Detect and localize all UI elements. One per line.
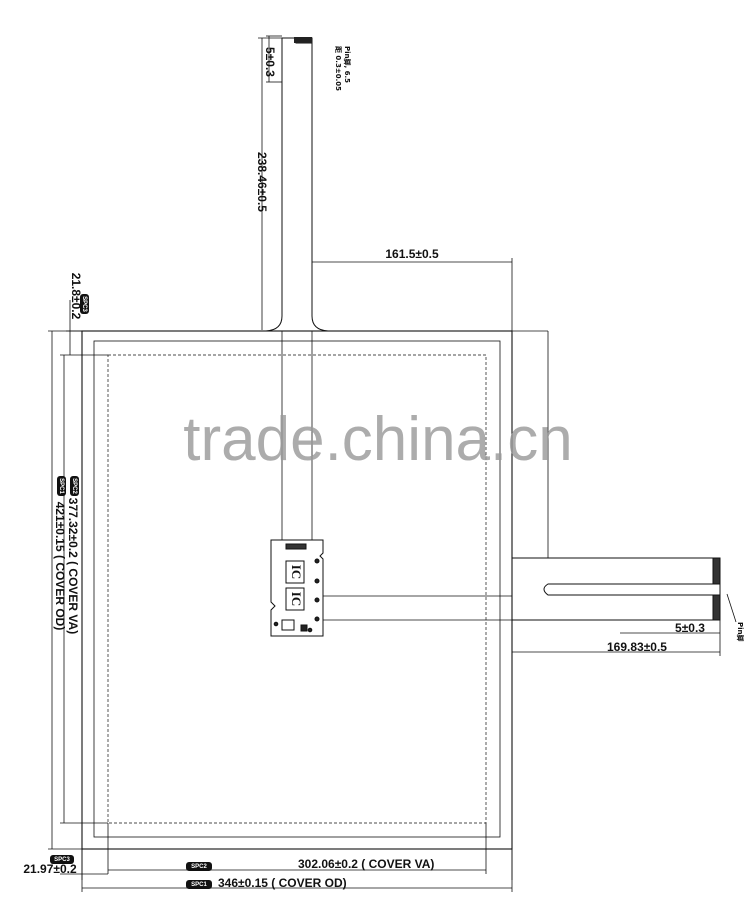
side-tail-length-label: 169.83±0.5 <box>607 640 667 654</box>
va-width-label: 302.06±0.2 ( COVER VA) <box>298 857 434 871</box>
tag-va-height: SPC2 <box>70 476 79 496</box>
top-margin-label: 21.8±0.2 <box>69 273 83 320</box>
top-tail-note-2: 距 0.3±0.05 <box>334 46 343 91</box>
va-height-label: 377.32±0.2 ( COVER VA) <box>66 498 80 634</box>
top-tail-offset-label: 161.5±0.5 <box>385 247 439 261</box>
top-tail-connector-contacts <box>294 37 312 43</box>
tag-top-margin: SPC3 <box>80 294 89 314</box>
panel-va-dashed <box>107 354 487 824</box>
panel-right-extension <box>512 330 549 558</box>
tag-left-margin: SPC3 <box>50 855 74 864</box>
top-tail-length-dim <box>258 37 282 330</box>
side-fpc-traces-internal <box>323 595 512 621</box>
top-tail-note: Pin脚, 6.5 <box>343 46 352 83</box>
pcb-ic1-label: IC <box>289 565 304 579</box>
tag-left-margin-text: SPC3 <box>54 857 70 863</box>
side-tail-note: Pin脚 <box>736 622 745 642</box>
controller-pcb <box>270 539 324 637</box>
top-tail-length-label: 238.46±0.5 <box>255 152 269 212</box>
tag-od-height-text: SPC1 <box>58 478 64 494</box>
od-width-label: 346±0.15 ( COVER OD) <box>218 876 347 890</box>
tag-od-width-text: SPC1 <box>191 882 207 888</box>
bottom-dimension-lines <box>60 823 513 892</box>
tag-va-width-text: SPC2 <box>191 864 207 870</box>
panel-inner-frame <box>93 340 501 838</box>
tag-od-height: SPC1 <box>57 476 66 496</box>
tag-od-width: SPC1 <box>186 880 212 889</box>
top-tail-width-dim <box>266 35 282 83</box>
internal-tail-trace <box>281 331 313 540</box>
tag-va-height-text: SPC2 <box>71 478 77 494</box>
panel-outline-od <box>81 330 513 850</box>
side-tail-length-dim <box>511 620 721 656</box>
tag-top-margin-text: SPC3 <box>81 296 87 312</box>
watermark: trade.china.cn <box>183 405 572 474</box>
left-dimension-lines <box>48 300 108 870</box>
side-tail-width-label: 5±0.3 <box>675 621 705 635</box>
left-margin-label: 21.97±0.2 <box>23 862 77 876</box>
top-tail-width-label: 5±0.3 <box>263 47 277 77</box>
side-tail-width-dim <box>620 593 737 640</box>
side-fpc-tail <box>512 557 721 621</box>
top-tail-offset-dim <box>311 258 513 332</box>
tag-va-width: SPC2 <box>186 862 212 871</box>
od-height-label: 421±0.15 ( COVER OD) <box>53 502 67 631</box>
pcb-ic2-label: IC <box>289 592 304 606</box>
